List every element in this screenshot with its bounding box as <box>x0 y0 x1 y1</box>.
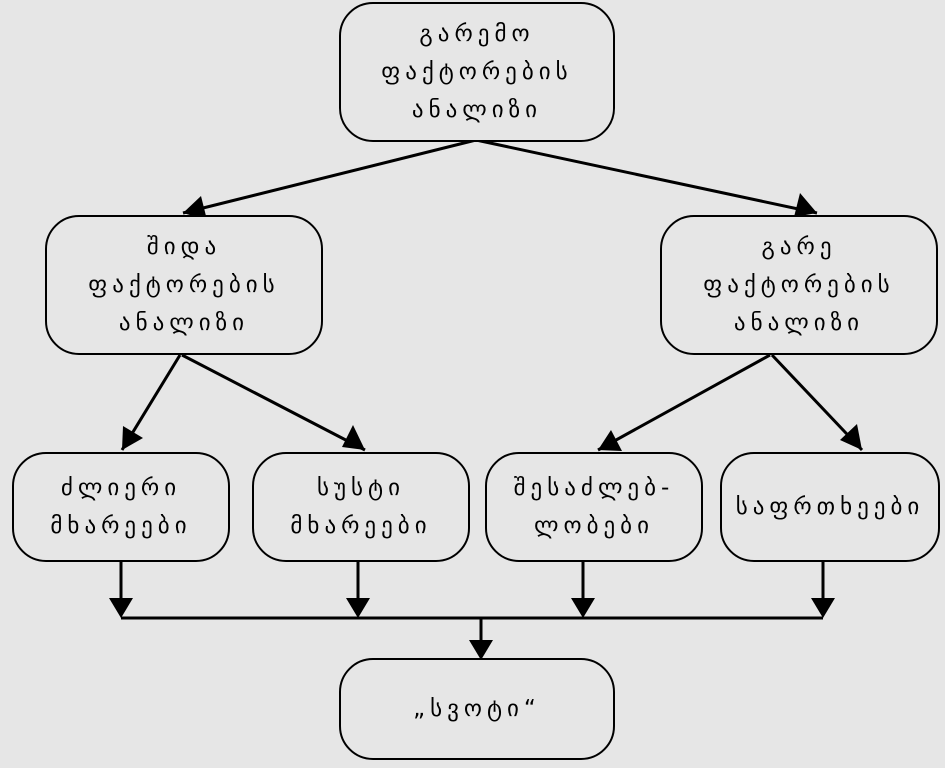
node-line: მხარეები <box>50 513 192 539</box>
node-line: შესაძლებ- <box>513 475 675 501</box>
arrowhead <box>469 640 493 660</box>
arrowhead <box>109 598 133 618</box>
node-line: ანალიზი <box>733 310 865 336</box>
node-line: ფაქტორების <box>88 272 280 298</box>
node-line: სუსტი <box>316 475 405 501</box>
node-line: ლობები <box>534 513 654 539</box>
node-strengths: ძლიერი მხარეები <box>12 452 230 562</box>
node-line: ანალიზი <box>411 97 543 123</box>
edge-env-to-external <box>475 138 818 215</box>
arrowhead <box>342 425 365 450</box>
node-weaknesses: სუსტი მხარეები <box>252 452 470 562</box>
node-line: ძლიერი <box>60 475 182 501</box>
arrowhead <box>811 598 835 618</box>
node-line: „სვოტი“ <box>413 696 541 722</box>
arrowhead <box>346 598 370 618</box>
node-threats: საფრთხეები <box>720 452 940 562</box>
arrowhead <box>122 426 143 450</box>
node-line: ფაქტორების <box>703 272 895 298</box>
arrowhead <box>571 598 595 618</box>
node-internal-analysis: შიდა ფაქტორების ანალიზი <box>45 215 323 355</box>
edge-internal-to-weaknesses <box>181 353 366 452</box>
node-line: საფრთხეები <box>735 494 925 520</box>
edge-external-to-opportunities <box>597 353 771 452</box>
arrowhead <box>794 193 817 217</box>
edge-env-to-internal <box>182 138 477 215</box>
node-line: გარემო <box>419 21 535 47</box>
arrowhead <box>840 424 862 450</box>
node-line: გარე <box>761 234 837 260</box>
node-line: ფაქტორების <box>381 59 573 85</box>
node-external-analysis: გარე ფაქტორების ანალიზი <box>660 215 938 355</box>
node-line: მხარეები <box>290 513 432 539</box>
node-environment-analysis: გარემო ფაქტორების ანალიზი <box>339 2 615 142</box>
arrowhead <box>183 196 207 220</box>
node-line: ანალიზი <box>118 310 250 336</box>
node-swot: „სვოტი“ <box>339 658 615 760</box>
arrowhead <box>598 430 622 451</box>
node-opportunities: შესაძლებ- ლობები <box>485 452 703 562</box>
node-line: შიდა <box>146 234 222 260</box>
